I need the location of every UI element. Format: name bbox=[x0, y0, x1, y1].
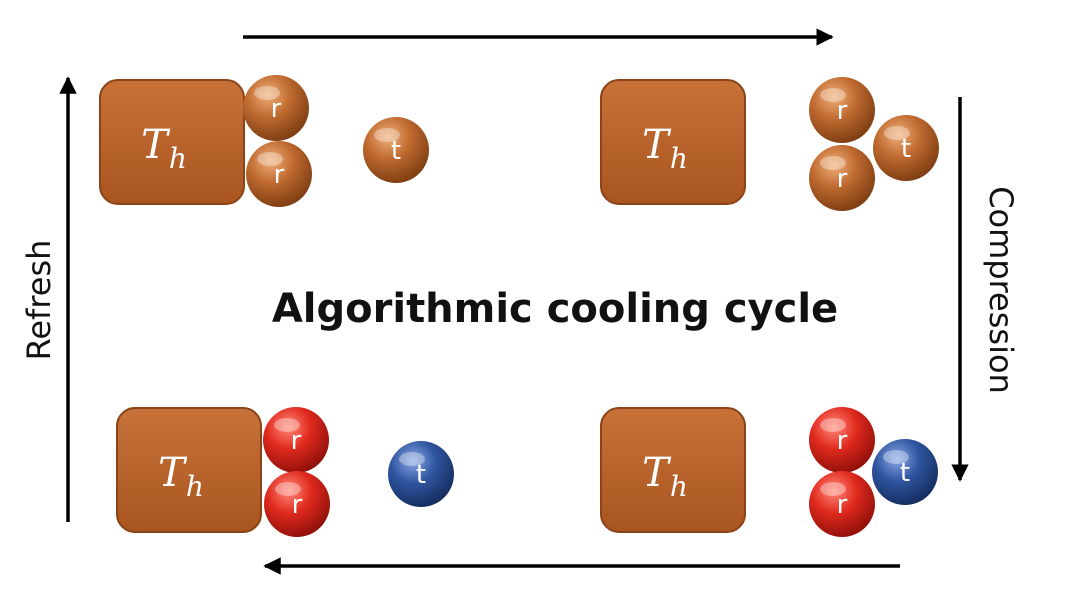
target-qubit-ball-label: t bbox=[900, 458, 910, 488]
heat-bath-box bbox=[600, 79, 746, 205]
heat-bath-box bbox=[116, 407, 262, 533]
reset-qubit-ball-highlight bbox=[820, 156, 846, 170]
refresh-label: Refresh bbox=[20, 240, 58, 361]
heat-bath-subscript: h bbox=[670, 470, 688, 503]
target-qubit-ball-sphere bbox=[363, 117, 429, 183]
reset-qubit-ball: r bbox=[246, 141, 312, 207]
reset-qubit-ball-highlight bbox=[820, 418, 846, 432]
reset-qubit-ball-highlight bbox=[274, 418, 300, 432]
reset-qubit-ball-sphere bbox=[264, 471, 330, 537]
reset-qubit-ball-sphere bbox=[246, 141, 312, 207]
reset-qubit-ball-highlight bbox=[820, 482, 846, 496]
heat-bath-box bbox=[600, 407, 746, 533]
reset-qubit-ball-label: r bbox=[274, 160, 285, 190]
reset-qubit-ball-highlight bbox=[257, 152, 283, 166]
reset-qubit-ball-label: r bbox=[291, 426, 302, 456]
target-qubit-ball-highlight bbox=[883, 450, 909, 464]
reset-qubit-ball-label: r bbox=[837, 96, 848, 126]
reset-qubit-ball: r bbox=[264, 471, 330, 537]
reset-qubit-ball-highlight bbox=[254, 86, 280, 100]
target-qubit-ball-label: t bbox=[901, 134, 911, 164]
heat-bath-subscript: h bbox=[186, 470, 204, 503]
target-qubit-ball-highlight bbox=[399, 452, 425, 466]
target-qubit-ball: t bbox=[363, 117, 429, 183]
target-qubit-ball: t bbox=[872, 439, 938, 505]
reset-qubit-ball-sphere bbox=[263, 407, 329, 473]
reset-qubit-ball-sphere bbox=[809, 407, 875, 473]
reset-qubit-ball-label: r bbox=[292, 490, 303, 520]
reset-qubit-ball: r bbox=[809, 145, 875, 211]
reset-qubit-ball-label: r bbox=[837, 164, 848, 194]
reset-qubit-ball-highlight bbox=[275, 482, 301, 496]
reset-qubit-ball-label: r bbox=[271, 94, 282, 124]
target-qubit-ball: t bbox=[873, 115, 939, 181]
heat-bath-subscript: h bbox=[169, 142, 187, 175]
reset-qubit-ball: r bbox=[263, 407, 329, 473]
target-qubit-ball-sphere bbox=[873, 115, 939, 181]
target-qubit-ball-sphere bbox=[872, 439, 938, 505]
reset-qubit-ball-label: r bbox=[837, 426, 848, 456]
target-qubit-ball-sphere bbox=[388, 441, 454, 507]
state-bottom-left: Th r r t bbox=[116, 407, 454, 537]
heat-bath-label: Th bbox=[158, 450, 204, 503]
target-qubit-ball-highlight bbox=[884, 126, 910, 140]
heat-bath-box bbox=[99, 79, 245, 205]
reset-qubit-ball-sphere bbox=[243, 75, 309, 141]
reset-qubit-ball-highlight bbox=[820, 88, 846, 102]
target-qubit-ball-highlight bbox=[374, 128, 400, 142]
reset-qubit-ball-label: r bbox=[837, 490, 848, 520]
reset-qubit-ball: r bbox=[809, 77, 875, 143]
reset-qubit-ball-sphere bbox=[809, 145, 875, 211]
reset-qubit-ball: r bbox=[243, 75, 309, 141]
target-qubit-ball: t bbox=[388, 441, 454, 507]
target-qubit-ball-label: t bbox=[416, 460, 426, 490]
diagram-title: Algorithmic cooling cycle bbox=[272, 286, 838, 332]
target-qubit-ball-label: t bbox=[391, 136, 401, 166]
reset-qubit-ball-sphere bbox=[809, 77, 875, 143]
reset-qubit-ball: r bbox=[809, 471, 875, 537]
reset-qubit-ball-sphere bbox=[809, 471, 875, 537]
compression-label: Compression bbox=[982, 186, 1020, 394]
reset-qubit-ball: r bbox=[809, 407, 875, 473]
heat-bath-subscript: h bbox=[670, 142, 688, 175]
